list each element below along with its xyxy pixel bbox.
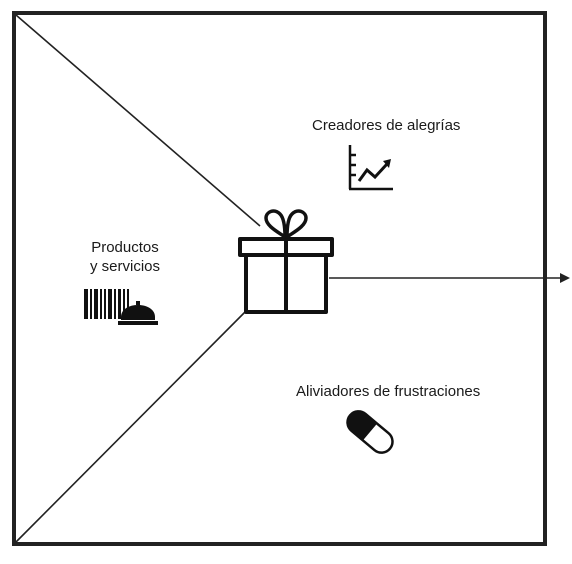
products-services-label-line-2: y servicios — [89, 258, 160, 275]
pill-icon — [346, 410, 394, 454]
gift-icon — [238, 209, 334, 314]
products-services-label: Productos y servicios — [80, 238, 170, 276]
divider-line-top — [15, 14, 261, 227]
pain-relievers-label: Aliviadores de frustraciones — [296, 383, 481, 400]
arrow-head-icon — [560, 273, 570, 283]
products-services-label-line-1: Productos — [91, 239, 159, 256]
barcode-service-bell-icon — [84, 289, 158, 325]
trend-chart-icon — [348, 145, 393, 191]
divider-line-bottom — [15, 309, 248, 543]
gain-creators-label: Creadores de alegrías — [312, 117, 461, 134]
